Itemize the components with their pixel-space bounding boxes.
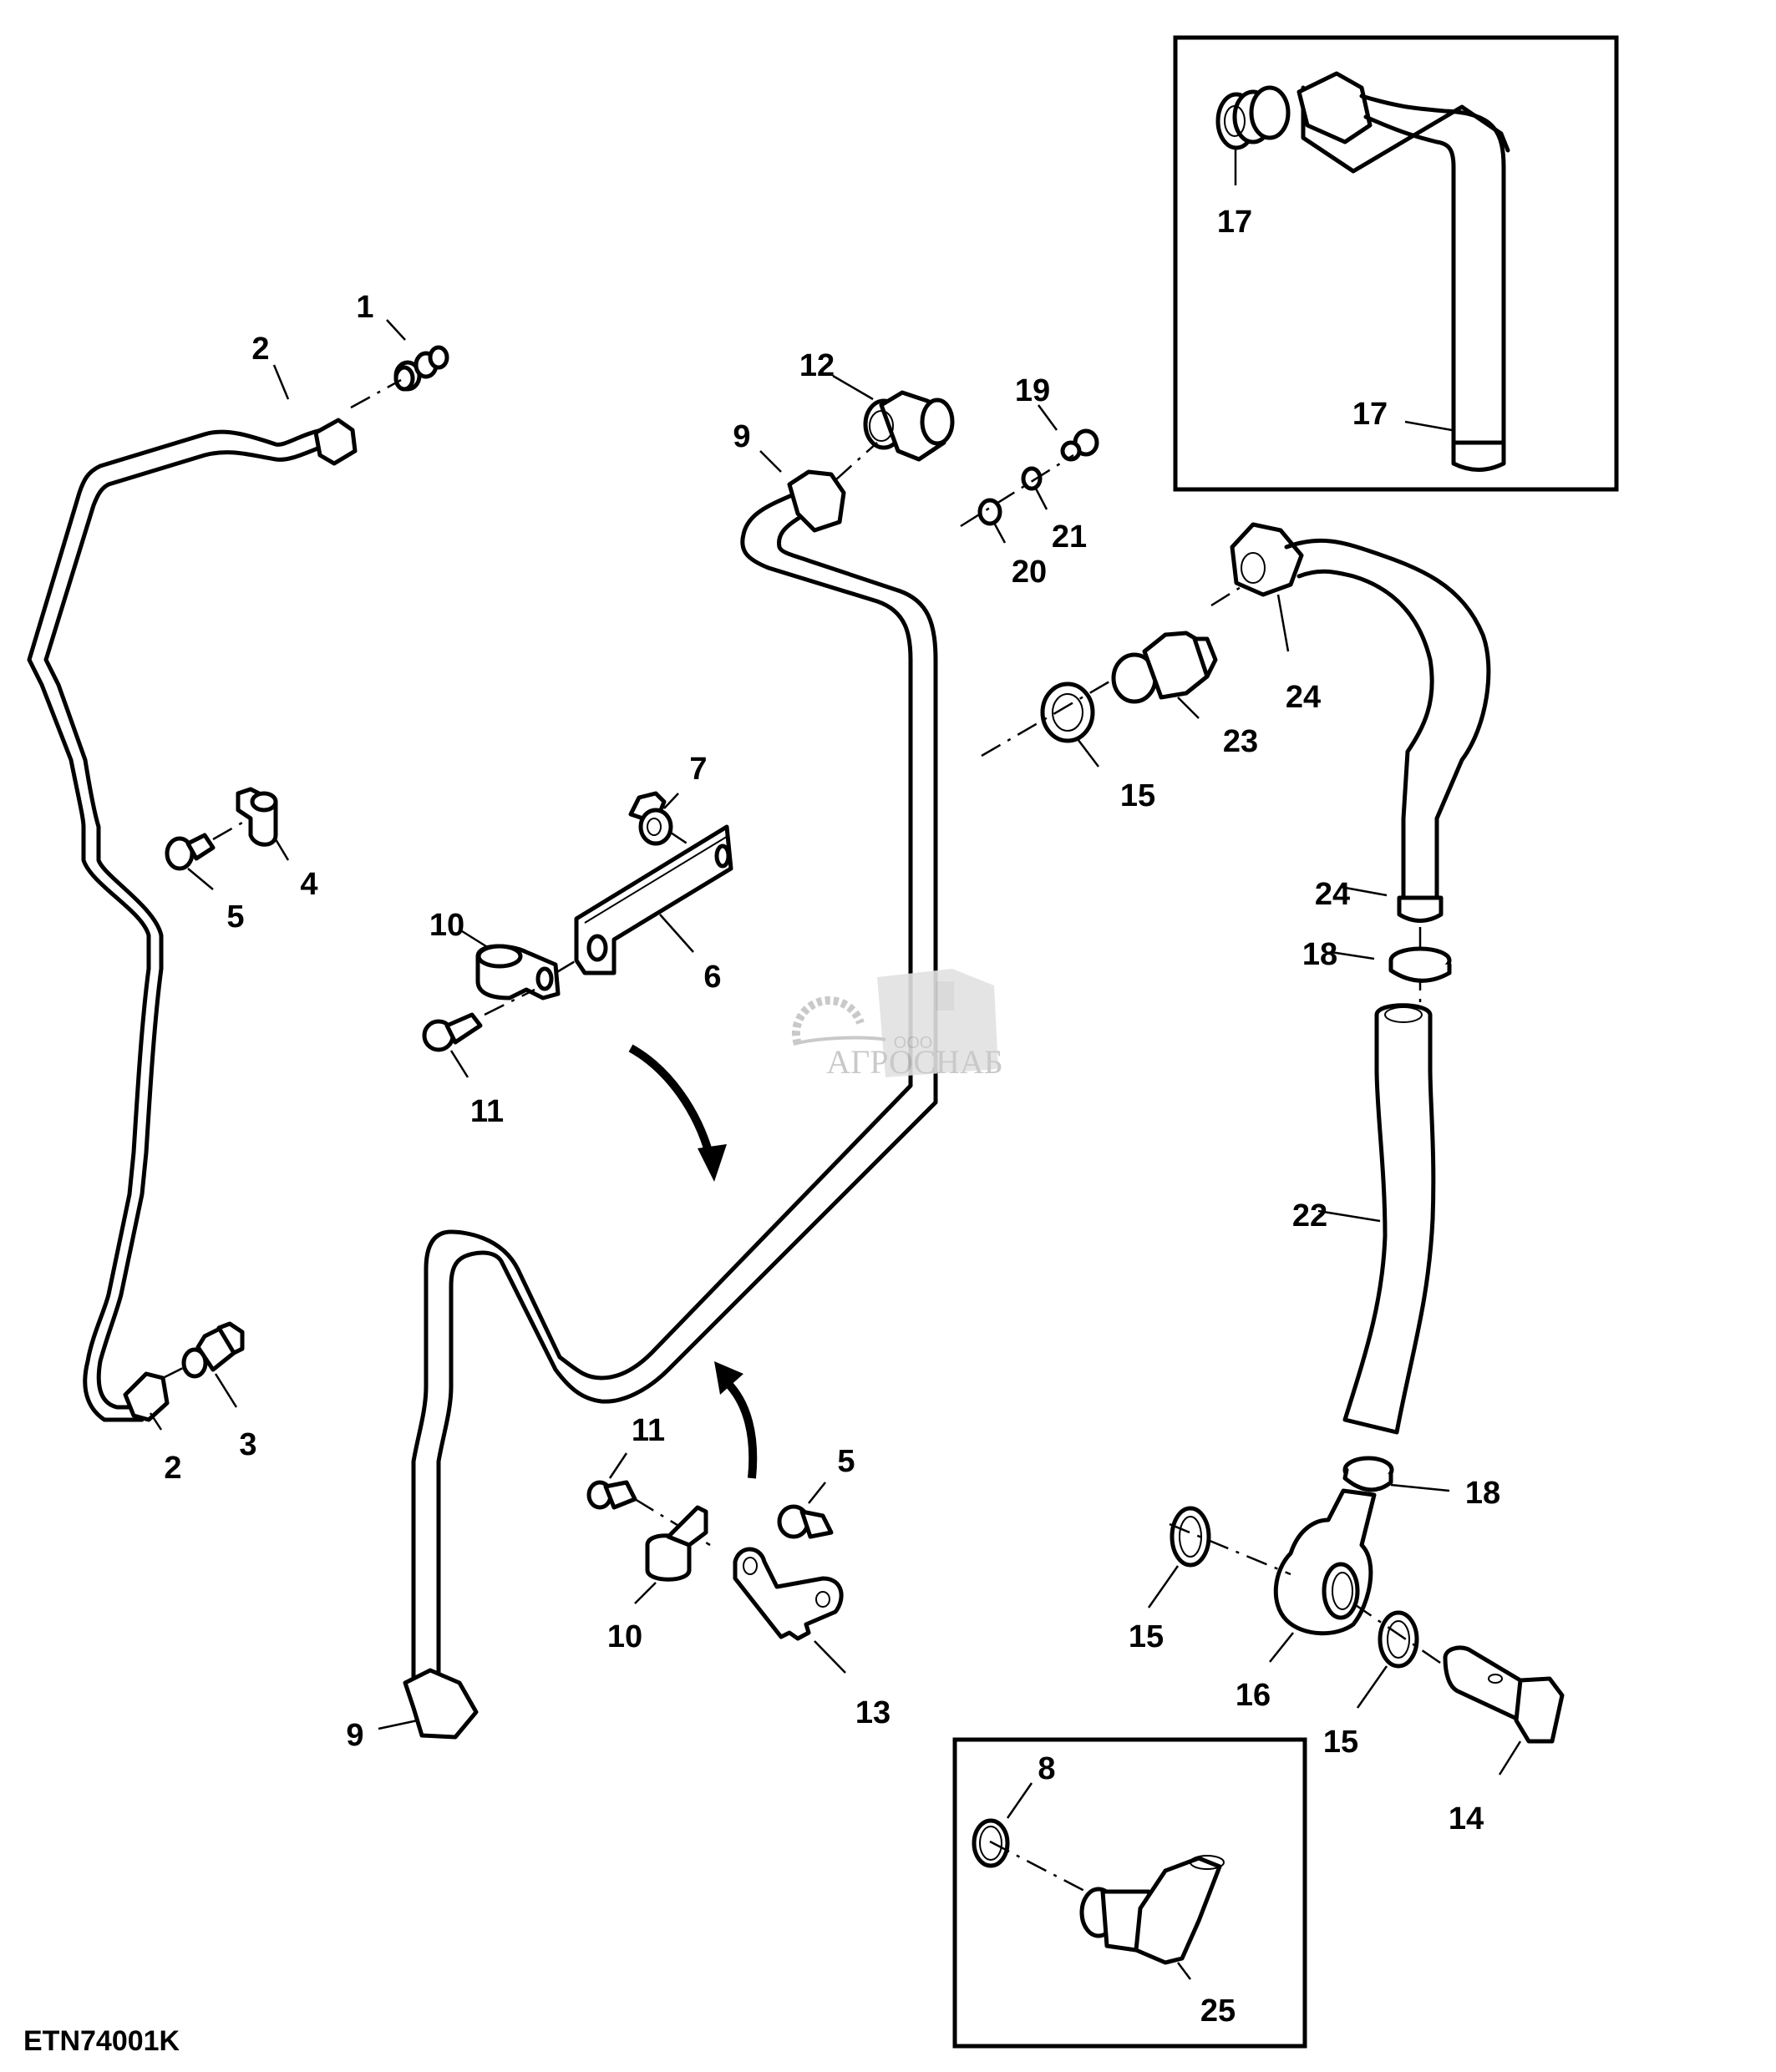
arrow-head-down <box>698 1144 727 1182</box>
part-13-bracket <box>733 1547 844 1641</box>
part-3-adapter <box>181 1321 245 1379</box>
callout-19: 19 <box>1015 373 1050 408</box>
part-6-bracket <box>574 824 733 975</box>
callout-23: 23 <box>1223 724 1258 759</box>
callout-9-bottom: 9 <box>346 1718 363 1753</box>
part-7-flange-nut <box>628 791 673 846</box>
callout-11-top: 11 <box>470 1094 504 1129</box>
part-5-screw-left <box>165 833 216 871</box>
part-4-clamp <box>236 787 278 847</box>
part-18-hose-clamp-top <box>1388 946 1452 983</box>
part-10-clamp-bottom <box>645 1505 708 1582</box>
callout-16: 16 <box>1236 1678 1271 1713</box>
callout-25: 25 <box>1200 1993 1236 2029</box>
callout-24-top: 24 <box>1286 680 1321 715</box>
callout-8: 8 <box>1038 1751 1055 1786</box>
callout-5-left: 5 <box>226 899 244 935</box>
part-9-nut-bottom <box>403 1668 479 1740</box>
curved-arrow-up <box>723 1379 758 1479</box>
curved-arrow-down <box>628 1044 714 1158</box>
detail-frame-17 <box>1173 35 1619 492</box>
callout-12: 12 <box>799 348 835 383</box>
callout-17-top: 17 <box>1217 205 1252 240</box>
callout-7: 7 <box>689 752 707 787</box>
part-2-nut-bottom <box>123 1371 170 1422</box>
watermark-prefix: ООО <box>894 1034 933 1052</box>
part-14-banjo-bolt <box>1443 1645 1565 1744</box>
callout-15-left: 15 <box>1129 1619 1164 1654</box>
part-15-washer-top <box>1040 681 1095 743</box>
part-21-washer <box>1021 466 1043 491</box>
part-10-clamp-top <box>475 944 561 1001</box>
callout-24-bottom: 24 <box>1315 877 1350 912</box>
part-16-banjo-fitting <box>1273 1488 1377 1636</box>
detail-frame-25 <box>952 1737 1307 2049</box>
part-19-plug <box>1060 428 1099 462</box>
callout-11-bottom: 11 <box>632 1413 665 1448</box>
part-12-adapter <box>863 390 955 462</box>
callout-13: 13 <box>855 1695 891 1730</box>
callout-15-top: 15 <box>1120 778 1155 813</box>
part-11-screw-bottom <box>586 1480 637 1510</box>
part-20-washer <box>977 498 1002 526</box>
callout-14: 14 <box>1449 1801 1484 1836</box>
part-22-hose <box>1342 1003 1436 1435</box>
part-2-nut-top <box>313 418 358 466</box>
agrosnab-watermark: ООО АГРОСНАБ <box>792 969 1003 1081</box>
part-1-adapter <box>393 345 449 392</box>
callout-10-bottom: 10 <box>607 1619 642 1654</box>
part-5-screw-right <box>777 1504 834 1539</box>
figure-id: ETN74001K <box>23 2025 180 2057</box>
callout-6: 6 <box>703 960 721 995</box>
part-17-return-line <box>1215 71 1510 472</box>
part-15-washer-right <box>1378 1610 1419 1669</box>
callout-5-right: 5 <box>837 1444 855 1479</box>
arrow-head-up <box>714 1361 743 1395</box>
callout-3: 3 <box>239 1427 256 1462</box>
callout-18-bottom: 18 <box>1465 1476 1500 1511</box>
part-23-adapter <box>1111 631 1218 704</box>
fuel-line-left <box>27 428 324 1422</box>
callout-21: 21 <box>1052 519 1087 555</box>
callout-18-top: 18 <box>1302 937 1337 972</box>
part-18-hose-clamp-bottom <box>1342 1456 1394 1492</box>
watermark-name: АГРОСНАБ <box>826 1043 1003 1081</box>
part-9-nut-top <box>787 469 846 533</box>
callout-10-top: 10 <box>429 908 464 943</box>
callout-2-top: 2 <box>251 332 269 367</box>
part-24-return-line <box>1230 522 1491 923</box>
part-11-screw-top <box>422 1012 483 1052</box>
callout-2-bottom: 2 <box>164 1451 181 1486</box>
callout-4: 4 <box>300 867 317 902</box>
callout-20: 20 <box>1012 555 1047 590</box>
part-9-main-pipe <box>411 490 938 1706</box>
part-15-washer-left <box>1170 1506 1211 1568</box>
callout-9-top: 9 <box>733 419 750 454</box>
callout-17-bottom: 17 <box>1352 397 1388 432</box>
part-25-elbow-fitting <box>1079 1855 1225 1965</box>
callout-22: 22 <box>1292 1198 1327 1234</box>
callout-15-right: 15 <box>1323 1725 1358 1760</box>
callout-1: 1 <box>356 290 373 325</box>
